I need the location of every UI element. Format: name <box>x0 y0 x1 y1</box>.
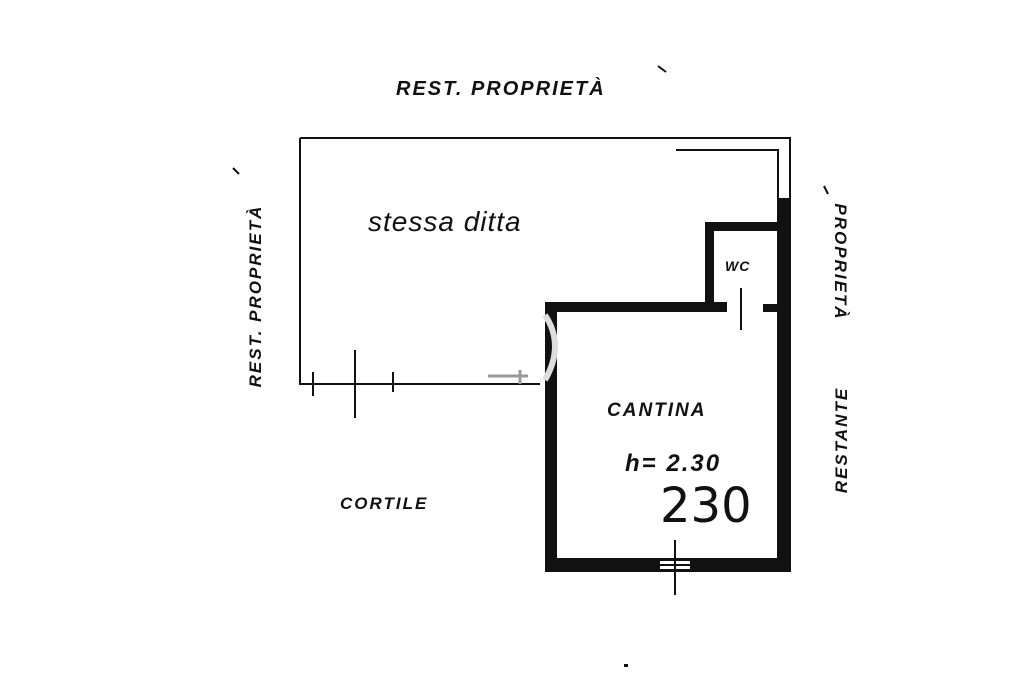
accent-mark-left <box>232 167 240 175</box>
wc-left-wall <box>705 222 714 308</box>
boundary-label-left: REST. PROPRIETÀ <box>246 204 265 388</box>
courtyard-label: CORTILE <box>340 494 429 513</box>
boundary-label-right-upper: PROPRIETÀ <box>831 203 850 321</box>
right-wall <box>777 198 791 570</box>
boundary-label-right-lower: RESTANTE <box>832 386 851 494</box>
main-area-label: stessa ditta <box>368 206 522 237</box>
wc-wall-stub <box>763 304 779 312</box>
cantina-top-wall <box>545 302 727 312</box>
grey-arc <box>542 313 558 382</box>
wc-label: WC <box>725 258 751 274</box>
accent-mark-top <box>657 65 667 73</box>
boundary-label-top: REST. PROPRIETÀ <box>396 78 606 100</box>
main-area-outline <box>299 137 791 385</box>
cellar-label: CANTINA <box>607 400 707 421</box>
cellar-number-label: 230 <box>660 478 752 534</box>
inner-top-line <box>676 149 779 200</box>
cellar-height-label: h= 2.30 <box>625 450 722 477</box>
stray-dot <box>624 664 628 667</box>
wc-top-wall <box>705 222 779 231</box>
accent-mark-right <box>823 185 829 195</box>
